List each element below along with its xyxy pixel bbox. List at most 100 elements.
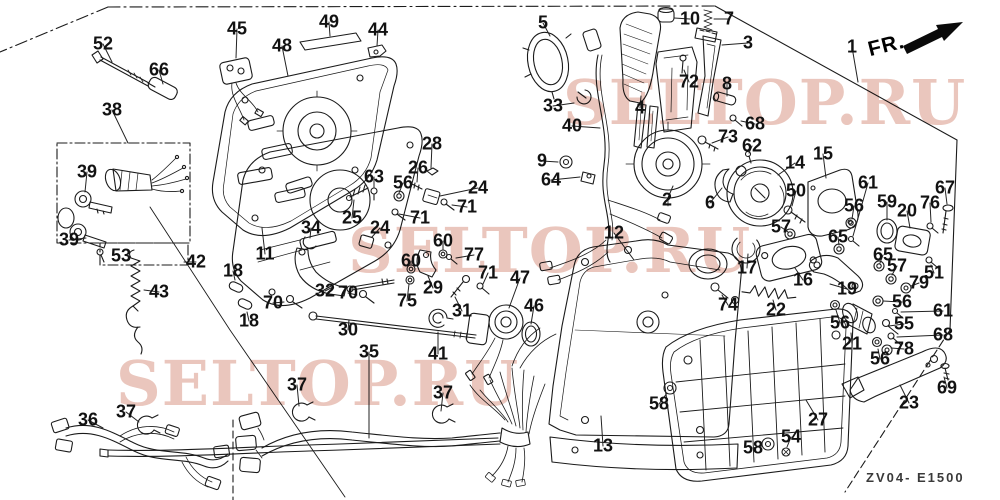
linkage-hardware	[228, 167, 490, 340]
part-label-65: 65	[827, 226, 849, 247]
part-label-65: 65	[872, 244, 894, 265]
housing-cover-48	[211, 56, 398, 237]
part-label-8: 8	[721, 73, 733, 94]
part-label-28: 28	[421, 133, 443, 154]
harness-right	[235, 411, 501, 474]
key-switch-47	[465, 304, 541, 386]
part-label-58: 58	[648, 393, 670, 414]
part-label-52: 52	[92, 33, 114, 54]
part-label-58: 58	[742, 437, 764, 458]
frame-boundary-lines	[0, 5, 958, 500]
lanyard-spring	[125, 249, 143, 355]
wire-bundle	[469, 327, 557, 488]
part-label-57: 57	[886, 255, 908, 276]
part-label-64: 64	[540, 169, 562, 190]
part-label-18: 18	[222, 260, 244, 281]
part-label-61: 61	[857, 172, 879, 193]
cable-clamps-37	[136, 401, 456, 435]
part-label-73: 73	[717, 126, 739, 147]
part-label-75: 75	[396, 290, 418, 311]
part-label-3: 3	[742, 32, 754, 53]
part-label-56: 56	[392, 172, 414, 193]
part-label-74: 74	[717, 294, 739, 315]
part-label-44: 44	[367, 19, 389, 40]
part-label-59: 59	[876, 191, 898, 212]
part-label-62: 62	[741, 135, 763, 156]
part-label-16: 16	[792, 269, 814, 290]
part-label-17: 17	[736, 257, 758, 278]
part-label-56: 56	[891, 291, 913, 312]
part-label-66: 66	[148, 59, 170, 80]
part-label-19: 19	[836, 278, 858, 299]
part-label-76: 76	[919, 192, 941, 213]
part-label-60: 60	[400, 250, 422, 271]
part-label-32: 32	[314, 280, 336, 301]
part-label-56: 56	[829, 312, 851, 333]
part-label-49: 49	[318, 11, 340, 32]
bolt-52-tube-66	[91, 50, 178, 101]
fr-arrow-icon	[903, 22, 963, 54]
part-label-57: 57	[770, 216, 792, 237]
switch-panel-45	[219, 32, 387, 126]
part-label-39: 39	[58, 229, 80, 250]
part-label-26: 26	[407, 157, 429, 178]
part-label-39: 39	[76, 161, 98, 182]
part-label-70: 70	[262, 292, 284, 313]
part-label-37: 37	[286, 374, 308, 395]
part-label-2: 2	[661, 189, 673, 210]
part-label-72: 72	[678, 71, 700, 92]
part-label-69: 69	[936, 377, 958, 398]
part-label-23: 23	[898, 392, 920, 413]
harness-36	[50, 417, 231, 491]
inner-cover-12	[548, 239, 742, 438]
part-label-78: 78	[893, 338, 915, 359]
part-label-55: 55	[893, 313, 915, 334]
part-label-50: 50	[785, 180, 807, 201]
part-label-51: 51	[923, 262, 945, 283]
part-label-27: 27	[807, 409, 829, 430]
part-label-12: 12	[603, 222, 625, 243]
part-label-45: 45	[226, 18, 248, 39]
part-label-24: 24	[467, 177, 489, 198]
part-label-37: 37	[432, 382, 454, 403]
part-label-48: 48	[271, 35, 293, 56]
housing-cover-11	[231, 126, 423, 307]
harness-40	[539, 28, 674, 286]
part-label-18: 18	[238, 310, 260, 331]
part-label-15: 15	[812, 143, 834, 164]
part-label-60: 60	[432, 230, 454, 251]
part-label-47: 47	[509, 267, 531, 288]
part-label-33: 33	[542, 95, 564, 116]
part-label-22: 22	[765, 299, 787, 320]
part-label-30: 30	[337, 319, 359, 340]
trim-ring-5	[522, 31, 592, 105]
part-label-21: 21	[841, 333, 863, 354]
part-label-53: 53	[110, 245, 132, 266]
part-label-42: 42	[185, 251, 207, 272]
part-label-56: 56	[869, 348, 891, 369]
part-label-61: 61	[932, 300, 954, 321]
part-label-7: 7	[723, 8, 735, 29]
part-label-34: 34	[300, 217, 322, 238]
part-label-14: 14	[784, 152, 806, 173]
part-label-11: 11	[255, 243, 275, 264]
part-label-4: 4	[634, 97, 646, 118]
part-label-31: 31	[451, 300, 473, 321]
part-label-5: 5	[537, 12, 549, 33]
part-label-71: 71	[409, 207, 431, 228]
part-label-63: 63	[363, 166, 385, 187]
part-label-56: 56	[843, 195, 865, 216]
part-label-10: 10	[679, 8, 701, 29]
right-fastener-group	[710, 204, 954, 403]
part-label-68: 68	[744, 113, 766, 134]
part-label-70: 70	[337, 282, 359, 303]
part-label-41: 41	[427, 343, 449, 364]
part-label-1: 1	[846, 36, 858, 57]
part-label-6: 6	[704, 192, 716, 213]
part-label-25: 25	[341, 207, 363, 228]
part-label-40: 40	[561, 115, 583, 136]
part-label-79: 79	[908, 272, 930, 293]
